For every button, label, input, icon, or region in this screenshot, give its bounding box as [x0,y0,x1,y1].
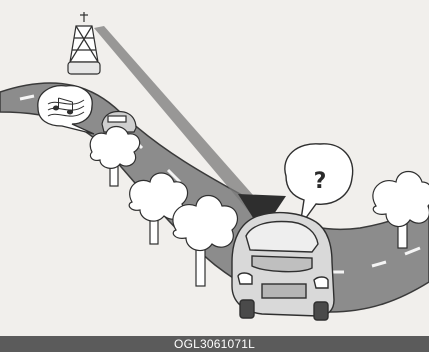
question-mark: ? [314,169,327,194]
car-icon [232,213,334,320]
figure-caption: OGL3061071L [0,336,429,352]
